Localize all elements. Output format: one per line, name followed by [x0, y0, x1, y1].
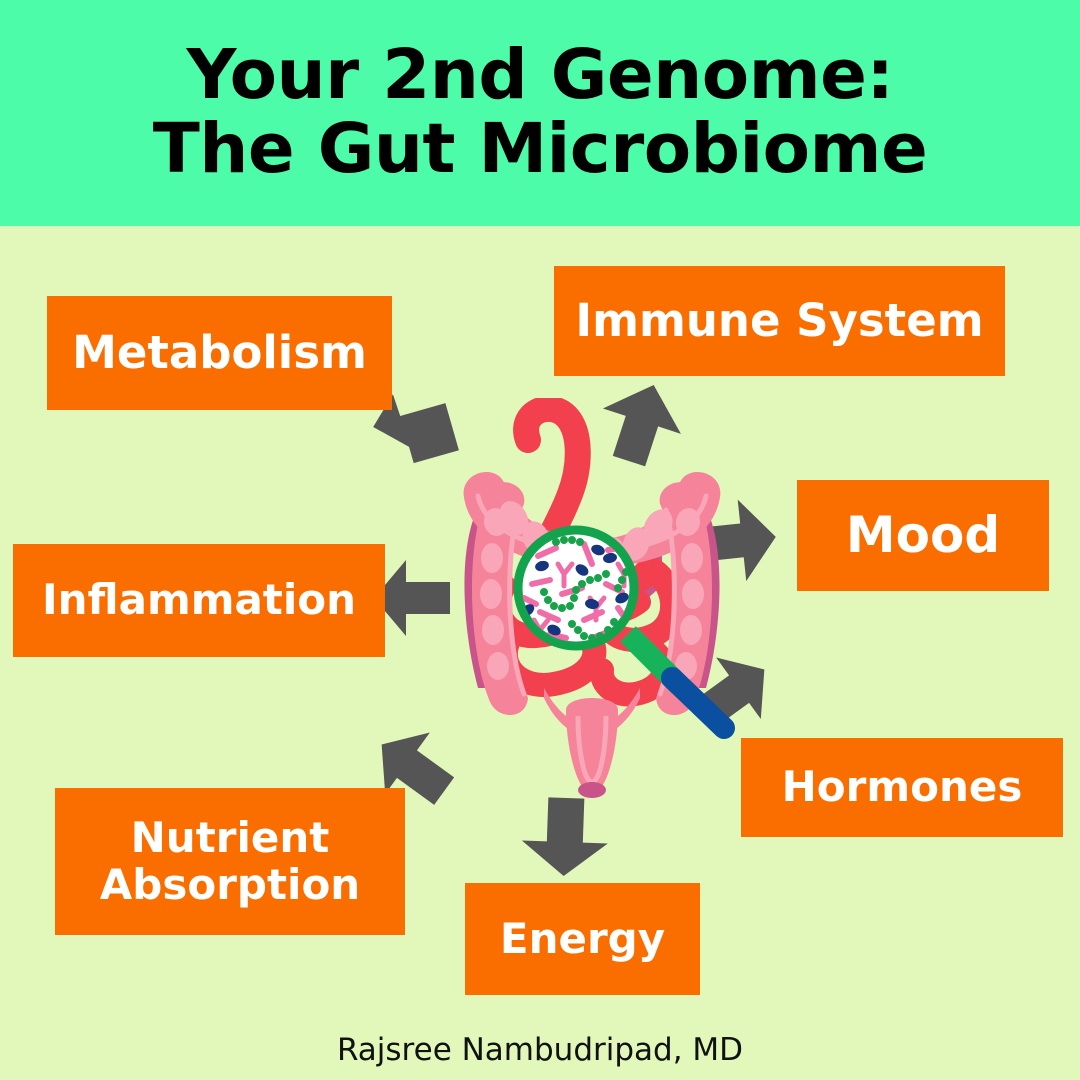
arrow-up-right-icon	[598, 381, 684, 467]
arrow-left-icon	[372, 558, 452, 638]
page-title-line-1: Your 2nd Genome:	[186, 35, 895, 116]
label-text-nutrient-line-2: Absorption	[99, 859, 361, 909]
gut-intestine-illustration	[432, 398, 752, 798]
header-banner: Your 2nd Genome: The Gut Microbiome	[0, 0, 1080, 226]
label-box-hormones[interactable]: Hormones	[741, 738, 1063, 837]
label-box-metabolism[interactable]: Metabolism	[47, 296, 392, 410]
label-text-hormones: Hormones	[781, 762, 1023, 812]
page-title-line-2: The Gut Microbiome	[152, 109, 928, 189]
label-text-energy: Energy	[499, 913, 666, 963]
label-text-nutrient-line-1: Nutrient	[130, 813, 330, 863]
arrow-right-icon	[694, 498, 778, 584]
arrow-up-left-icon	[373, 388, 459, 470]
diagram-canvas: Metabolism Immune System Mood Inflammati…	[0, 226, 1080, 1080]
magnifier-lens	[513, 525, 639, 651]
arrow-down-left-icon	[372, 726, 456, 810]
footer-credit: Rajsree Nambudripad, MD	[336, 1032, 744, 1068]
label-box-mood[interactable]: Mood	[797, 480, 1049, 591]
label-text-inflammation: Inflammation	[41, 575, 357, 625]
label-box-immune-system[interactable]: Immune System	[554, 266, 1005, 376]
arrow-down-icon	[520, 796, 610, 878]
label-box-inflammation[interactable]: Inflammation	[13, 544, 385, 657]
rectum	[544, 688, 640, 798]
magnifier-handle	[620, 626, 735, 739]
label-text-metabolism: Metabolism	[72, 326, 367, 380]
label-text-immune-system: Immune System	[575, 294, 984, 348]
label-box-energy[interactable]: Energy	[465, 883, 700, 995]
label-box-nutrient-absorption[interactable]: Nutrient Absorption	[55, 788, 405, 935]
label-text-mood: Mood	[845, 506, 1001, 564]
